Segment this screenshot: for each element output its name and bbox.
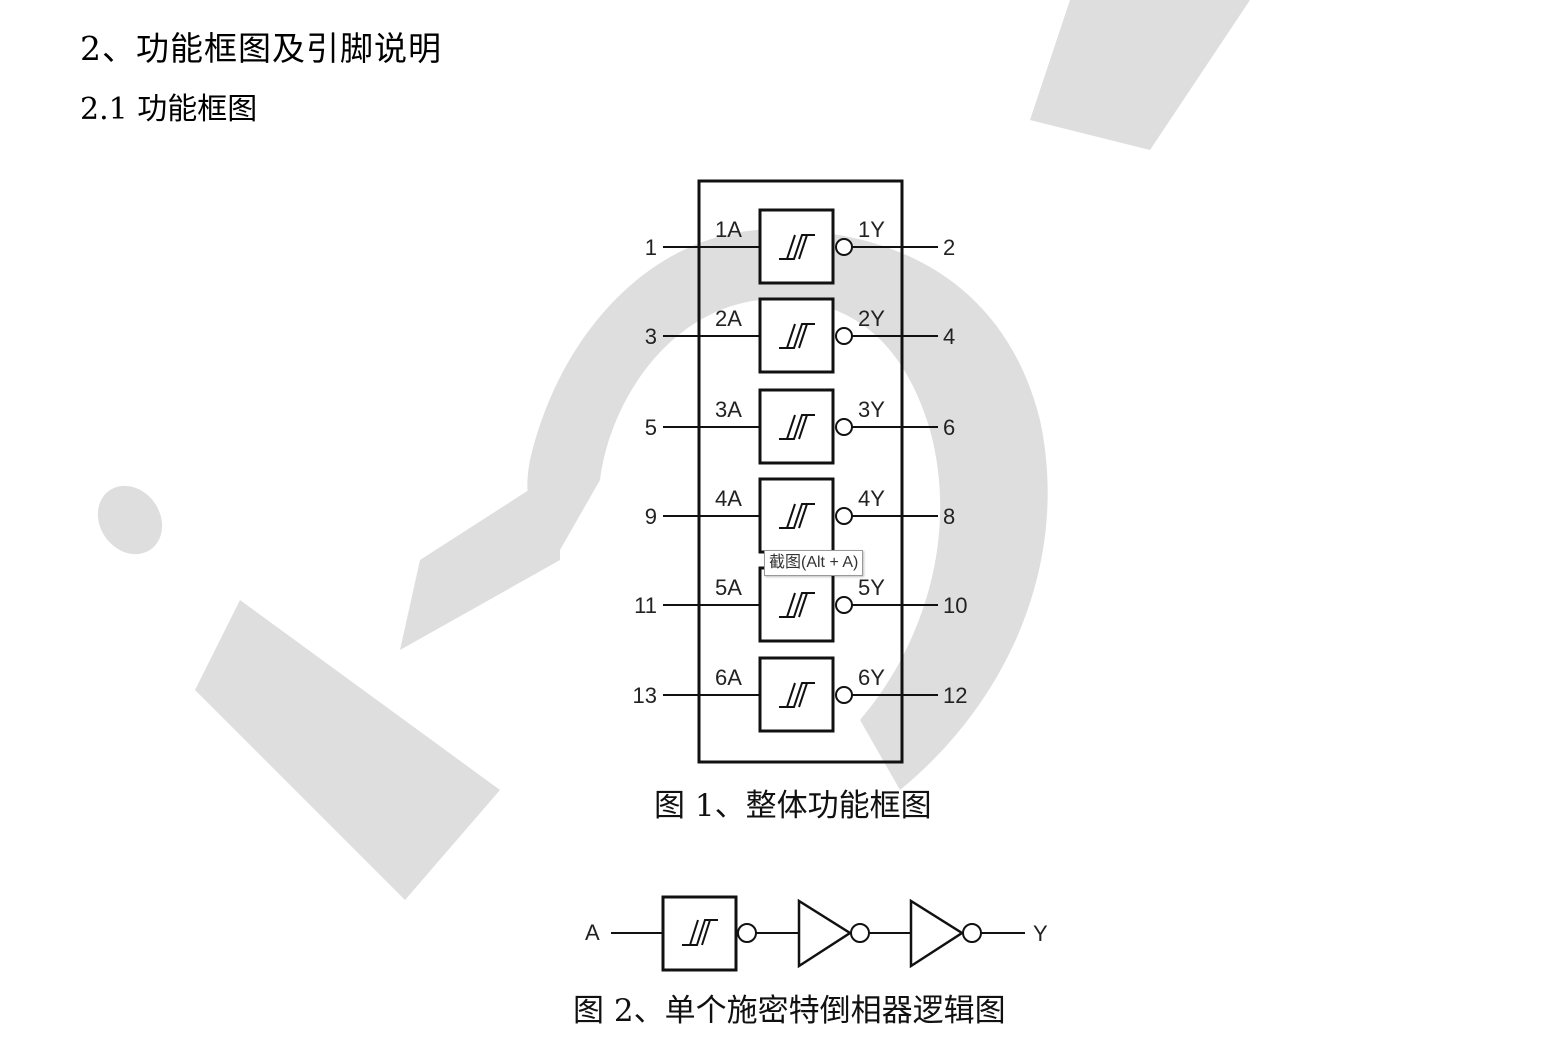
input-pin-label: 5A <box>715 575 742 600</box>
input-pin-label: 3A <box>715 397 742 422</box>
input-pin-number: 13 <box>633 683 657 708</box>
output-pin-number: 4 <box>943 324 955 349</box>
schmitt-trigger-box <box>758 297 835 374</box>
hysteresis-icon <box>682 919 718 946</box>
output-pin-label: 4Y <box>858 486 885 511</box>
buffer-triangle <box>797 898 853 969</box>
gate-group: 1 1A 1Y 2 3 2A 2Y 4 5 3A 3Y 6 9 4A 4Y 8 11 5A 5Y 10 13 6A 6Y 12 <box>633 208 967 733</box>
figure-1-caption: 图 1、整体功能框图 <box>654 788 932 824</box>
input-pin-label: 2A <box>715 306 742 331</box>
schmitt-inverter-gate: 5 3A 3Y 6 <box>645 388 955 465</box>
output-pin-number: 10 <box>943 593 967 618</box>
hysteresis-icon <box>779 503 815 529</box>
section-heading: 2、功能框图及引脚说明 <box>80 29 442 68</box>
hysteresis-icon <box>779 592 815 618</box>
input-pin-number: 1 <box>645 235 657 260</box>
input-pin-number: 11 <box>634 593 657 618</box>
input-pin-number: 3 <box>645 324 657 349</box>
inversion-bubble <box>850 923 870 943</box>
schmitt-inverter-gate: 3 2A 2Y 4 <box>645 297 955 374</box>
schmitt-trigger-box <box>758 208 835 285</box>
output-pin-label: 6Y <box>858 665 885 690</box>
inversion-bubble <box>962 923 982 943</box>
schmitt-trigger-box <box>758 388 835 465</box>
input-pin-number: 9 <box>645 504 657 529</box>
hysteresis-icon <box>779 414 815 440</box>
schmitt-inverter-gate: 9 4A 4Y 8 <box>645 477 955 554</box>
subsection-heading: 2.1 功能框图 <box>80 92 258 127</box>
schmitt-inverter-gate: 13 6A 6Y 12 <box>633 656 967 733</box>
inversion-bubble <box>835 418 853 436</box>
output-pin-number: 8 <box>943 504 955 529</box>
package-outline <box>697 179 904 764</box>
figure-2-caption: 图 2、单个施密特倒相器逻辑图 <box>573 993 1006 1029</box>
single-inverter-logic: A Y <box>585 895 1048 972</box>
inversion-bubble <box>835 686 853 704</box>
schmitt-inverter-gate: 1 1A 1Y 2 <box>645 208 955 285</box>
screenshot-tooltip: 截图(Alt + A) <box>764 550 864 576</box>
schmitt-inverter-gate: 11 5A 5Y 10 <box>634 566 967 643</box>
inversion-bubble <box>737 923 757 943</box>
schmitt-trigger-box <box>758 656 835 733</box>
inversion-bubble <box>835 507 853 525</box>
hysteresis-icon <box>779 323 815 349</box>
schmitt-trigger-box <box>758 477 835 554</box>
output-pin-number: 12 <box>943 683 967 708</box>
hysteresis-icon <box>779 682 815 708</box>
input-pin-label: 6A <box>715 665 742 690</box>
schmitt-trigger-box <box>758 566 835 643</box>
input-pin-number: 5 <box>645 415 657 440</box>
output-pin-number: 6 <box>943 415 955 440</box>
buffer-triangle <box>909 898 965 969</box>
inversion-bubble <box>835 596 853 614</box>
schmitt-trigger-box <box>661 895 738 972</box>
inversion-bubble <box>835 327 853 345</box>
output-pin-number: 2 <box>943 235 955 260</box>
inversion-bubble <box>835 238 853 256</box>
output-pin-label: 1Y <box>858 217 885 242</box>
input-pin-label: 4A <box>715 486 742 511</box>
output-label-y: Y <box>1033 921 1048 946</box>
hysteresis-icon <box>779 234 815 260</box>
input-pin-label: 1A <box>715 217 742 242</box>
input-label-a: A <box>585 920 600 945</box>
output-pin-label: 2Y <box>858 306 885 331</box>
output-pin-label: 5Y <box>858 575 885 600</box>
output-pin-label: 3Y <box>858 397 885 422</box>
